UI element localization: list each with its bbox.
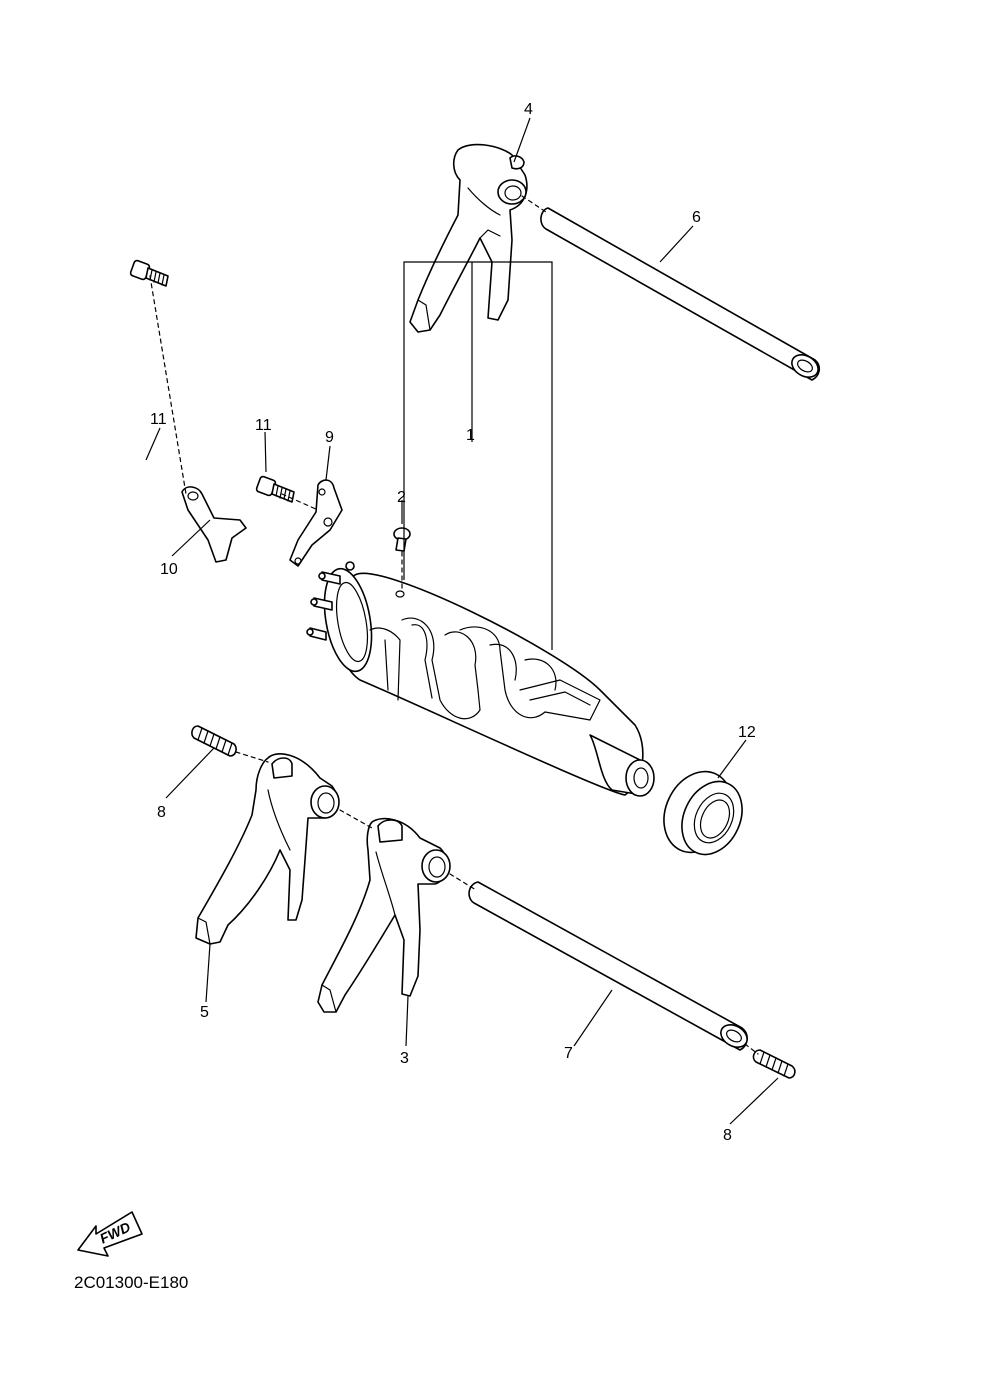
callout-1: 1 <box>466 427 475 444</box>
callout-5: 5 <box>200 1004 209 1021</box>
callout-2: 2 <box>397 489 406 506</box>
stopper-lever-9 <box>289 479 343 567</box>
screw-11-left <box>129 259 169 287</box>
shift-fork-5 <box>195 753 340 945</box>
callout-10: 10 <box>160 561 178 578</box>
callout-11-right: 11 <box>255 417 272 434</box>
fwd-arrow-icon: FWD <box>77 1211 143 1257</box>
callout-labels: 1 2 3 4 5 6 7 8 8 9 10 11 11 12 <box>150 101 756 1144</box>
callout-8-upper: 8 <box>157 804 166 821</box>
leader-lines <box>145 117 779 1125</box>
bearing-12 <box>663 770 743 856</box>
shift-fork-shaft-7 <box>468 881 748 1051</box>
callout-6: 6 <box>692 209 701 226</box>
callout-4: 4 <box>524 101 533 118</box>
shift-fork-shaft-6 <box>540 207 821 381</box>
screw-11-right <box>255 475 295 503</box>
callout-9: 9 <box>325 429 334 446</box>
pin-2 <box>393 527 411 552</box>
spring-8-lower <box>752 1049 796 1079</box>
shift-fork-3 <box>317 817 451 1013</box>
shift-fork-4 <box>409 143 528 333</box>
drawing-code: 2C01300-E180 <box>74 1273 188 1292</box>
callout-11-left: 11 <box>150 411 167 428</box>
callout-12: 12 <box>738 724 756 741</box>
callout-7: 7 <box>564 1045 573 1062</box>
stopper-plate-10 <box>181 486 247 563</box>
callout-8-lower: 8 <box>723 1127 732 1144</box>
callout-3: 3 <box>400 1050 409 1067</box>
spring-8-upper <box>191 725 237 757</box>
shift-drum-1 <box>306 561 655 797</box>
